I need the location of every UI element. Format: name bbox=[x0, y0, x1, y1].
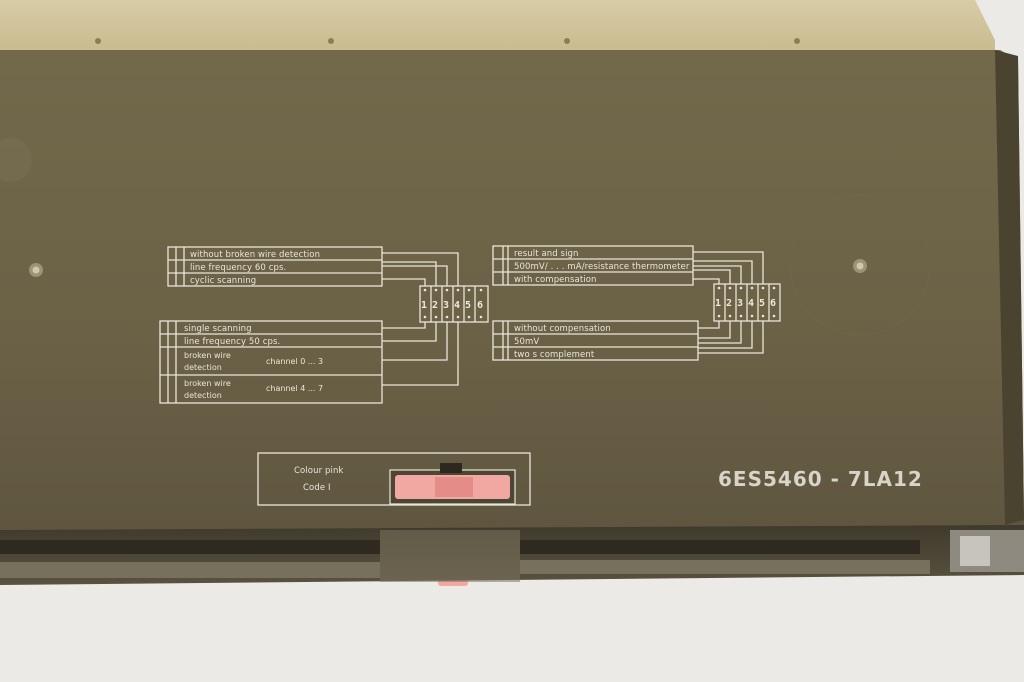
channel-label: channel 0 ... 3 bbox=[266, 357, 323, 366]
switch-number: 6 bbox=[770, 298, 776, 309]
switch-number: 3 bbox=[443, 300, 449, 311]
plug-guide bbox=[380, 530, 520, 582]
right-labels: result and sign 500mV/ . . . mA/resistan… bbox=[514, 249, 690, 360]
code-box bbox=[257, 452, 531, 506]
top-edge-strip bbox=[0, 0, 995, 52]
setting-label: 500mV/ . . . mA/resistance thermometer bbox=[514, 262, 690, 272]
setting-label: detection bbox=[184, 363, 222, 372]
right-switch-numbers: 1 2 3 4 5 6 bbox=[715, 298, 776, 309]
setting-label: without broken wire detection bbox=[190, 250, 320, 260]
left-switch-dots bbox=[423, 288, 483, 319]
switch-number: 2 bbox=[726, 298, 732, 309]
setting-label: result and sign bbox=[514, 249, 579, 259]
setting-label: broken wire bbox=[184, 351, 231, 360]
setting-label: 50mV bbox=[514, 337, 539, 347]
switch-number: 5 bbox=[759, 298, 765, 309]
chassis-slot-right bbox=[520, 540, 920, 554]
left-labels: without broken wire detection line frequ… bbox=[184, 250, 323, 400]
right-switch-dots bbox=[717, 286, 776, 318]
switch-number: 4 bbox=[748, 298, 754, 309]
panel-side-edge bbox=[995, 50, 1024, 525]
channel-label: channel 4 ... 7 bbox=[266, 384, 323, 393]
switch-number: 1 bbox=[421, 300, 427, 311]
chassis-rail-left bbox=[0, 562, 380, 578]
chassis-slot-left bbox=[0, 540, 380, 554]
switch-number: 5 bbox=[465, 300, 471, 311]
setting-label: cyclic scanning bbox=[190, 276, 256, 286]
left-switch-numbers: 1 2 3 4 5 6 bbox=[421, 300, 483, 311]
left-switch-diagram bbox=[159, 246, 489, 404]
worn-mark bbox=[0, 138, 32, 182]
right-screw-icon bbox=[853, 259, 867, 273]
part-number: 6ES5460 - 7LA12 bbox=[718, 467, 923, 491]
setting-label: broken wire bbox=[184, 379, 231, 388]
switch-number: 6 bbox=[477, 300, 483, 311]
front-panel bbox=[0, 50, 1024, 530]
bracket-plate bbox=[960, 536, 990, 566]
switch-number: 4 bbox=[454, 300, 460, 311]
top-rivets bbox=[95, 38, 800, 44]
switch-number: 1 bbox=[715, 298, 721, 309]
setting-label: detection bbox=[184, 391, 222, 400]
setting-label: line frequency 50 cps. bbox=[184, 337, 280, 347]
left-screw-icon bbox=[29, 263, 43, 277]
switch-number: 3 bbox=[737, 298, 743, 309]
setting-label: single scanning bbox=[184, 324, 252, 334]
switch-number: 2 bbox=[432, 300, 438, 311]
setting-label: without compensation bbox=[514, 324, 611, 334]
code-number-label: Code I bbox=[303, 483, 331, 493]
right-switch-diagram bbox=[492, 245, 781, 361]
setting-label: line frequency 60 cps. bbox=[190, 263, 286, 273]
chassis-rail-right bbox=[520, 560, 930, 574]
setting-label: with compensation bbox=[514, 275, 597, 285]
code-colour-label: Colour pink bbox=[294, 466, 343, 476]
slot-notch bbox=[440, 463, 462, 473]
screw-ring bbox=[789, 194, 931, 336]
setting-label: two s complement bbox=[514, 350, 595, 360]
